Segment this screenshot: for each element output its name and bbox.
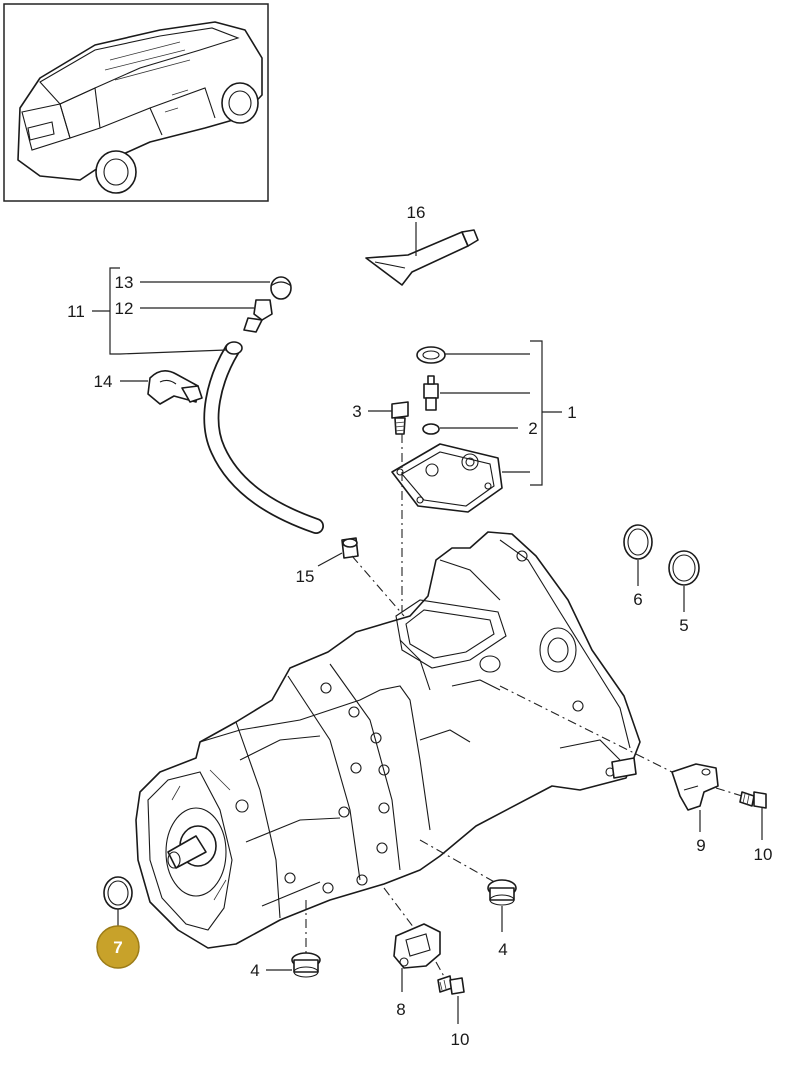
callout-5: 5 — [679, 616, 688, 635]
callout-4-right: 4 — [498, 940, 507, 959]
callout-2: 2 — [528, 419, 537, 438]
part-7-seal-ring[interactable] — [103, 876, 133, 928]
callout-4-lower: 4 — [250, 961, 259, 980]
callout-11: 11 — [67, 302, 85, 321]
part-9-sensor[interactable] — [671, 763, 719, 832]
callout-3: 3 — [352, 402, 361, 421]
part-12-breather-valve[interactable] — [140, 299, 273, 333]
callout-9: 9 — [696, 836, 705, 855]
callout-14: 14 — [94, 372, 113, 391]
alignment-lines — [305, 434, 743, 981]
highlighted-callout-7[interactable]: 7 — [96, 925, 140, 969]
callout-13: 13 — [115, 273, 134, 292]
part-6-seal-ring[interactable] — [623, 524, 653, 586]
callout-6: 6 — [633, 590, 642, 609]
part-10-bolt-upper[interactable] — [739, 791, 767, 840]
vehicle-thumbnail[interactable] — [3, 3, 269, 202]
callout-10-lower: 10 — [451, 1030, 470, 1049]
callout-7: 7 — [113, 938, 122, 957]
part-3-bolt[interactable] — [368, 401, 409, 435]
callout-16: 16 — [407, 203, 426, 222]
breather-hose[interactable] — [119, 341, 324, 534]
part-10-bolt-lower[interactable] — [437, 975, 465, 1024]
transmission-housing[interactable] — [135, 531, 641, 949]
bracket-11 — [92, 267, 120, 355]
callout-labels: 16 13 12 11 14 3 2 1 15 6 5 9 10 4 4 8 1… — [67, 203, 772, 1049]
callout-1: 1 — [567, 403, 576, 422]
part-4-plug-lower[interactable] — [266, 952, 321, 978]
part-13-cap[interactable] — [140, 276, 292, 300]
part-1-shift-cover-assembly[interactable] — [391, 340, 562, 513]
callout-12: 12 — [115, 299, 134, 318]
part-16-sealant-tube[interactable] — [365, 222, 479, 286]
callout-8: 8 — [396, 1000, 405, 1019]
suv-outline — [17, 21, 263, 194]
part-14-hose-clamp[interactable] — [120, 370, 203, 405]
callout-10-upper: 10 — [754, 845, 773, 864]
part-15-fitting[interactable] — [317, 537, 359, 567]
part-4-plug-right[interactable] — [487, 879, 517, 932]
callout-15: 15 — [296, 567, 315, 586]
part-5-seal-ring[interactable] — [668, 550, 700, 612]
part-8-sensor[interactable] — [393, 923, 441, 992]
